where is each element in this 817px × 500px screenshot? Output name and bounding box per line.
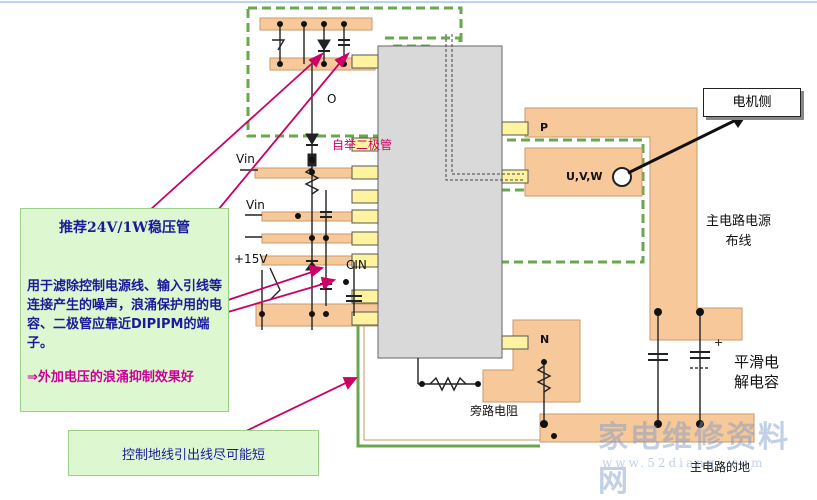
zener-recommendation-note: 推荐24V/1W稳压管 用于滤除控制电源线、输入引线等连接产生的噪声，浪涌保护用… [20, 208, 229, 412]
vin-label-2: Vin [246, 198, 265, 212]
upper-control-region [246, 6, 463, 138]
cin-label: CIN [346, 258, 367, 272]
o-terminal-label: O [327, 92, 337, 106]
plus15v-label: +15V [234, 252, 268, 266]
uvw-connector-icon [612, 167, 632, 187]
ground-wire-note: 控制地线引出线尽可能短 [68, 430, 319, 476]
control-ground-wire-edge [363, 326, 540, 441]
smoothing-cap-label: 平滑电 解电容 [734, 353, 780, 391]
bootstrap-diode-label: 自举二极管 [332, 138, 393, 152]
motor-side-box: 电机侧 [703, 88, 801, 117]
n-trace [482, 319, 581, 403]
bypass-resistor-label: 旁路电阻 [470, 404, 519, 418]
p-terminal-label: P [540, 121, 549, 134]
watermark-url: www.52dianqi.com [602, 456, 766, 470]
bootstrap-wiring [445, 34, 524, 181]
note-effect: ⇒外加电压的浪涌抑制效果好 [27, 370, 194, 385]
note-body: 用于滤除控制电源线、输入引线等连接产生的噪声，浪涌保护用的电容、二极管应靠近DI… [27, 279, 223, 351]
dipipm-module [377, 45, 503, 359]
main-power-line-label: 主电路电源 布线 [706, 214, 772, 249]
capacitor-symbols [320, 39, 710, 361]
junction-dots [259, 21, 704, 439]
cap-plus-sign: + [714, 336, 723, 349]
control-ground-wire [356, 326, 540, 448]
main-ground-label: 主电路的地 [690, 460, 751, 474]
top-diode-icon [317, 39, 331, 51]
note-title: 推荐24V/1W稳压管 [59, 220, 190, 236]
vin-label-1: Vin [236, 152, 255, 166]
motor-arrow-line [627, 116, 741, 175]
main-power-trace [255, 107, 755, 443]
magenta-arrows [149, 51, 358, 433]
bootstrap-diode-icon [305, 133, 319, 145]
n-terminal-label: N [540, 333, 550, 346]
main-ground-trace [539, 413, 755, 443]
resistor-symbols [269, 39, 552, 393]
ground-wire-note-text: 控制地线引出线尽可能短 [121, 448, 265, 463]
uvw-terminal-label: U,V,W [566, 170, 603, 183]
module-pins [351, 54, 529, 350]
